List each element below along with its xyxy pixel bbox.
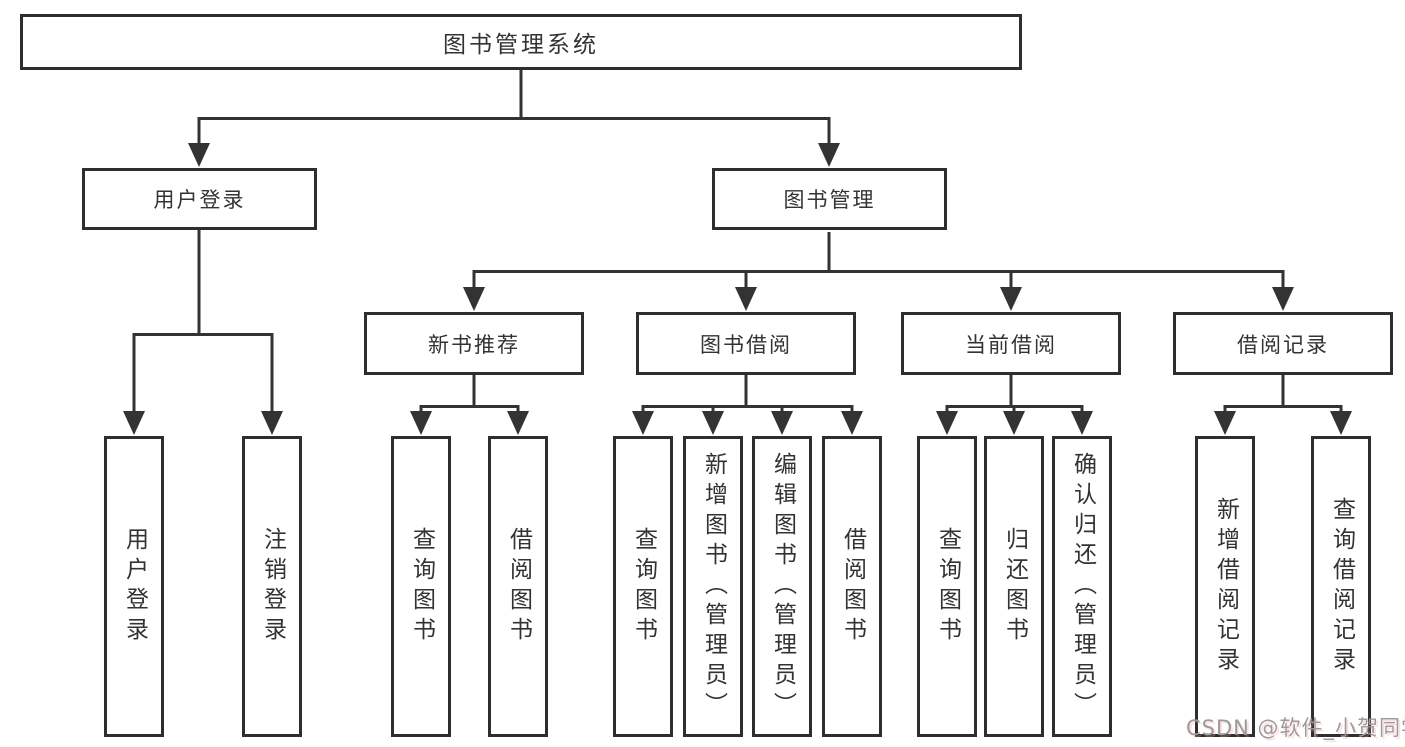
watermark: CSDN @软件_小贺同学 <box>1186 716 1405 740</box>
leaf-user-login: 用户登录 <box>104 436 164 737</box>
leaf-add-books-admin-label: 新增图书（管理员） <box>700 451 727 722</box>
leaf-confirm-return-admin-label: 确认归还（管理员） <box>1069 451 1096 722</box>
leaf-add-books-admin: 新增图书（管理员） <box>683 436 743 737</box>
node-book-management: 图书管理 <box>712 168 947 230</box>
leaf-query-books-current-label: 查询图书 <box>934 526 961 647</box>
leaf-add-borrow-record: 新增借阅记录 <box>1195 436 1255 737</box>
leaf-logout-login-label: 注销登录 <box>259 526 286 647</box>
node-borrow-records: 借阅记录 <box>1173 312 1393 375</box>
node-user-login: 用户登录 <box>82 168 317 230</box>
leaf-query-books-current: 查询图书 <box>917 436 977 737</box>
leaf-query-borrow-record-label: 查询借阅记录 <box>1328 496 1355 677</box>
leaf-return-books-label: 归还图书 <box>1001 526 1028 647</box>
leaf-edit-books-admin: 编辑图书（管理员） <box>752 436 812 737</box>
leaf-borrow-books-recommend: 借阅图书 <box>488 436 548 737</box>
leaf-logout-login: 注销登录 <box>242 436 302 737</box>
node-root: 图书管理系统 <box>20 14 1022 70</box>
leaf-query-books-borrow-label: 查询图书 <box>630 526 657 647</box>
leaf-borrow-books-recommend-label: 借阅图书 <box>505 526 532 647</box>
leaf-borrow-books: 借阅图书 <box>822 436 882 737</box>
leaf-query-books-recommend: 查询图书 <box>391 436 451 737</box>
node-current-borrow: 当前借阅 <box>901 312 1121 375</box>
node-new-book-recommend: 新书推荐 <box>364 312 584 375</box>
leaf-borrow-books-label: 借阅图书 <box>839 526 866 647</box>
leaf-confirm-return-admin: 确认归还（管理员） <box>1052 436 1112 737</box>
leaf-user-login-label: 用户登录 <box>121 526 148 647</box>
leaf-edit-books-admin-label: 编辑图书（管理员） <box>769 451 796 722</box>
leaf-query-books-borrow: 查询图书 <box>613 436 673 737</box>
leaf-query-borrow-record: 查询借阅记录 <box>1311 436 1371 737</box>
leaf-query-books-recommend-label: 查询图书 <box>408 526 435 647</box>
leaf-add-borrow-record-label: 新增借阅记录 <box>1212 496 1239 677</box>
arrowheads <box>123 143 1352 435</box>
node-book-borrow: 图书借阅 <box>636 312 856 375</box>
leaf-return-books: 归还图书 <box>984 436 1044 737</box>
